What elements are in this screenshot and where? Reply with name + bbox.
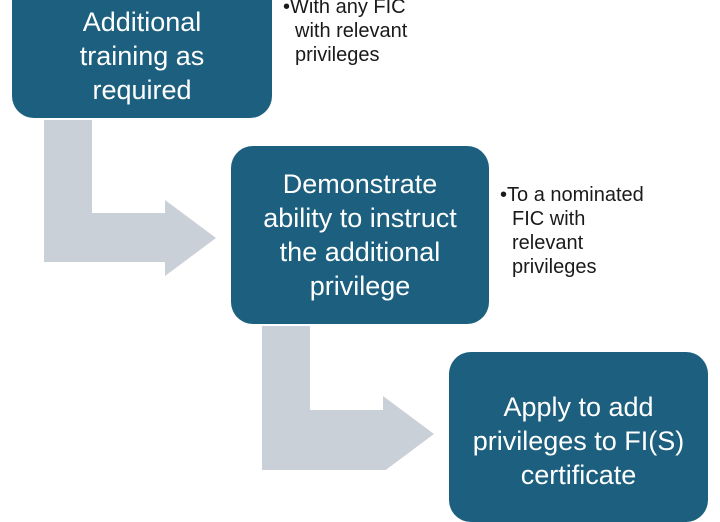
bullet-icon: • <box>500 184 508 206</box>
bent-arrow-icon <box>44 120 216 276</box>
note-text: FIC with relevant privileges <box>512 208 597 278</box>
bent-arrow-icon <box>262 326 434 470</box>
step-box-additional-training: Additional training as required <box>12 0 272 118</box>
step-note-demonstrate-ability: •To a nominated FIC with relevant privil… <box>500 183 644 279</box>
note-text: With any FIC <box>290 0 406 18</box>
step-note-additional-training: •With any FIC with relevant privileges <box>283 0 407 67</box>
note-text: To a nominated <box>507 184 644 206</box>
step-box-demonstrate-ability: Demonstrate ability to instruct the addi… <box>231 146 489 324</box>
step-box-apply-privileges: Apply to add privileges to FI(S) certifi… <box>449 352 708 522</box>
bullet-icon: • <box>283 0 291 18</box>
step-label: Apply to add privileges to FI(S) certifi… <box>472 392 685 490</box>
step-label: Additional training as required <box>79 7 205 105</box>
step-label: Demonstrate ability to instruct the addi… <box>263 169 457 301</box>
note-text: with relevant privileges <box>295 20 408 66</box>
connector-layer <box>44 120 434 470</box>
